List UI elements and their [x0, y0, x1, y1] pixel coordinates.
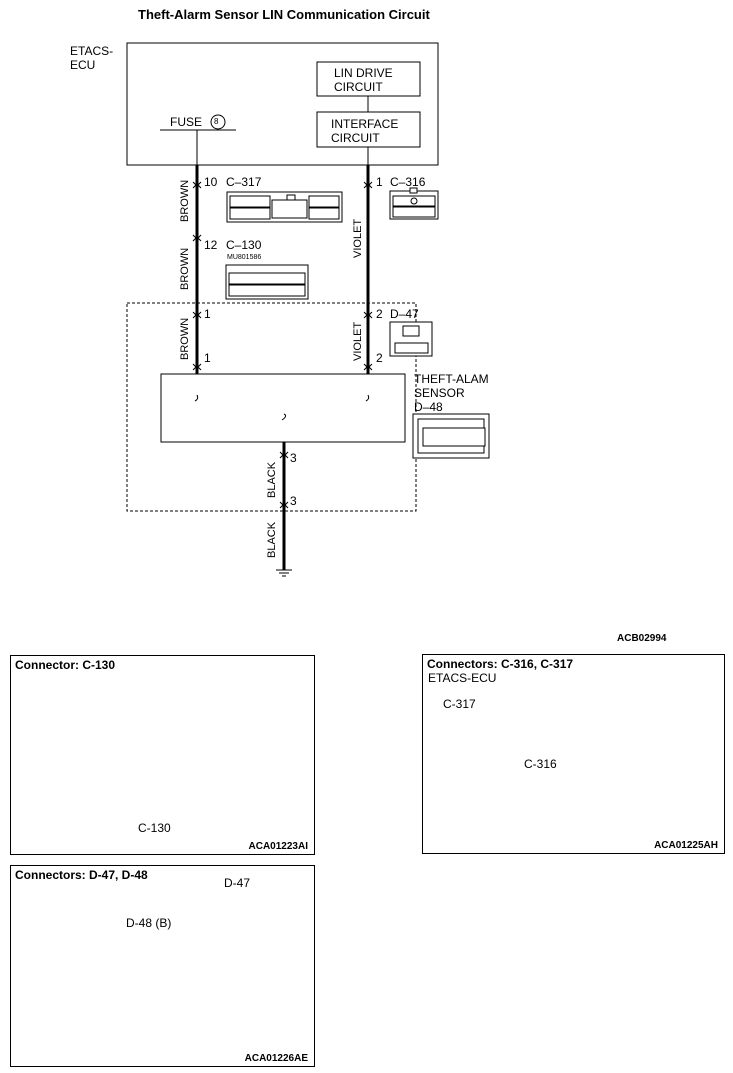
panel-connectors-c316-c317: Connectors: C-316, C-317 ETACS-ECU ACA01…: [422, 654, 725, 854]
brown-sensor-pin: 1: [204, 351, 211, 365]
violet-connector-marks: [363, 181, 373, 371]
violet-label-2: VIOLET: [352, 321, 364, 361]
sensor-label-line2: SENSOR: [414, 386, 465, 400]
etacs-ecu-label: ETACS- ECU: [70, 44, 113, 72]
panel-d47-title: Connectors: D-47, D-48: [15, 868, 148, 882]
lin-drive-label: LIN DRIVE CIRCUIT: [334, 66, 393, 94]
sensor-label-line3: D–48: [414, 400, 443, 414]
brown-connector-marks: [192, 181, 202, 371]
sensor-label-line1: THEFT-ALAM: [414, 372, 489, 386]
etacs-ecu-label-line2: ECU: [70, 58, 96, 72]
d48-connector-drawing: [412, 413, 490, 459]
panel-c316-title: Connectors: C-316, C-317: [427, 657, 574, 671]
diagram-title: Theft-Alarm Sensor LIN Communication Cir…: [138, 7, 430, 22]
panel-c317-callout: C-317: [443, 697, 476, 711]
brown-label-3: BROWN: [179, 317, 191, 360]
fuse-circle: [210, 114, 226, 130]
panel-c316-subtitle: ETACS-ECU: [428, 671, 497, 685]
c130-part-number: MU801586: [227, 254, 262, 261]
panel-c316-code: ACA01225AH: [654, 840, 718, 851]
sensor-box: [160, 373, 406, 443]
panel-c316-callout: C-316: [524, 757, 557, 771]
c316-pin: 1: [376, 175, 383, 189]
panel-d47-callout: D-47: [224, 876, 251, 890]
panel-connector-c130: Connector: C-130 ACA01223AI: [10, 655, 315, 855]
c130-pin: 12: [204, 238, 218, 252]
brown-label-2: BROWN: [179, 247, 191, 290]
c316-name: C–316: [390, 175, 426, 189]
violet-label-1: VIOLET: [352, 218, 364, 258]
violet-sensor-pin: 2: [376, 351, 383, 365]
d47-name: D–47: [390, 307, 419, 321]
figure-code: ACB02994: [617, 633, 667, 644]
lin-drive-line2: CIRCUIT: [334, 80, 383, 94]
lin-drive-line1: LIN DRIVE: [334, 66, 393, 80]
c316-connector-drawing: [389, 187, 439, 220]
interface-label: INTERFACE CIRCUIT: [331, 117, 398, 145]
etacs-ecu-box: [126, 42, 439, 166]
panel-connectors-d47-d48: Connectors: D-47, D-48 ACA01226AE: [10, 865, 315, 1067]
c317-name: C–317: [226, 175, 262, 189]
interface-line2: CIRCUIT: [331, 131, 380, 145]
d47-pin: 2: [376, 307, 383, 321]
sensor-label: THEFT-ALAM SENSOR D–48: [414, 372, 489, 414]
brown-label-1: BROWN: [179, 179, 191, 222]
fuse-number: 8: [214, 117, 219, 126]
black-top-pin: 3: [290, 451, 297, 465]
dashed-harness-outline: [126, 302, 417, 512]
panel-d48-callout: D-48 (B): [126, 916, 172, 930]
brown-d47-pin: 1: [204, 307, 211, 321]
panel-c130-code: ACA01223AI: [248, 841, 308, 852]
c317-connector-drawing: [226, 191, 343, 223]
etacs-ecu-label-line1: ETACS-: [70, 44, 114, 58]
black-mid-pin: 3: [290, 494, 297, 508]
d47-connector-drawing: [389, 321, 433, 357]
c317-pin: 10: [204, 175, 218, 189]
panel-c130-title: Connector: C-130: [15, 658, 116, 672]
black-label-1: BLACK: [266, 461, 278, 498]
black-label-2: BLACK: [266, 521, 278, 558]
c130-connector-drawing: [225, 264, 309, 300]
interface-line1: INTERFACE: [331, 117, 399, 131]
panel-d47-code: ACA01226AE: [244, 1053, 308, 1064]
fuse-label: FUSE: [170, 115, 203, 129]
black-connector-marks: [279, 451, 289, 509]
c130-name: C–130: [226, 238, 262, 252]
panel-c130-callout: C-130: [138, 821, 171, 835]
